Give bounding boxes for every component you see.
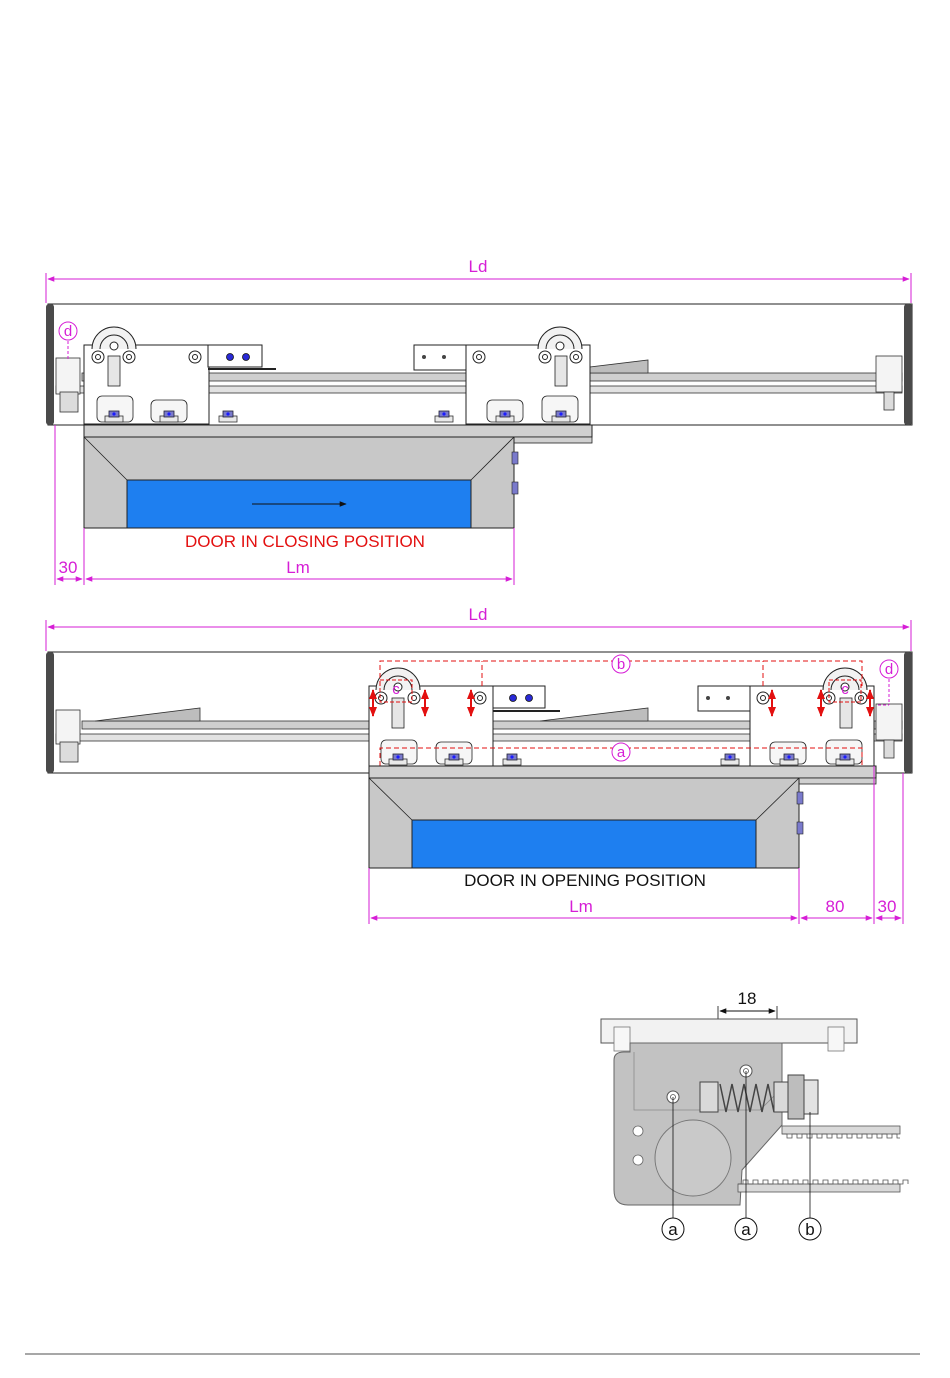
svg-text:a: a [741, 1220, 751, 1239]
svg-text:b: b [617, 656, 625, 673]
opening-offset-label: 30 [878, 897, 897, 916]
svg-text:c: c [392, 681, 400, 698]
closing-view: Ld d [46, 257, 912, 585]
closing-left-endcap [46, 304, 54, 425]
closing-door-leaf [84, 425, 592, 528]
detail-view: 18 [601, 989, 908, 1240]
svg-text:18: 18 [738, 989, 757, 1008]
svg-text:b: b [805, 1220, 814, 1239]
closing-lm-label: Lm [286, 558, 310, 577]
opening-right-endcap [904, 652, 912, 773]
opening-ld-dimension: Ld [46, 605, 911, 651]
svg-text:a: a [668, 1220, 678, 1239]
opening-gap-label: 80 [826, 897, 845, 916]
opening-view: Ld [46, 605, 912, 924]
opening-ld-label: Ld [469, 605, 488, 624]
opening-left-endcap [46, 652, 54, 773]
svg-text:d: d [64, 323, 72, 340]
closing-ld-dimension: Ld [46, 257, 911, 303]
detail-callout-a-right: a [735, 1218, 757, 1240]
opening-door-leaf [369, 766, 876, 868]
closing-ld-label: Ld [469, 257, 488, 276]
opening-lm-label: Lm [569, 897, 593, 916]
svg-text:a: a [617, 744, 626, 761]
opening-caption: DOOR IN OPENING POSITION [464, 871, 706, 890]
closing-right-endcap [904, 304, 912, 425]
svg-text:c: c [841, 681, 849, 698]
closing-caption: DOOR IN CLOSING POSITION [185, 532, 425, 551]
detail-callout-b: b [799, 1218, 821, 1240]
detail-callout-a-left: a [662, 1218, 684, 1240]
svg-text:d: d [885, 661, 893, 678]
closing-offset-label: 30 [59, 558, 78, 577]
